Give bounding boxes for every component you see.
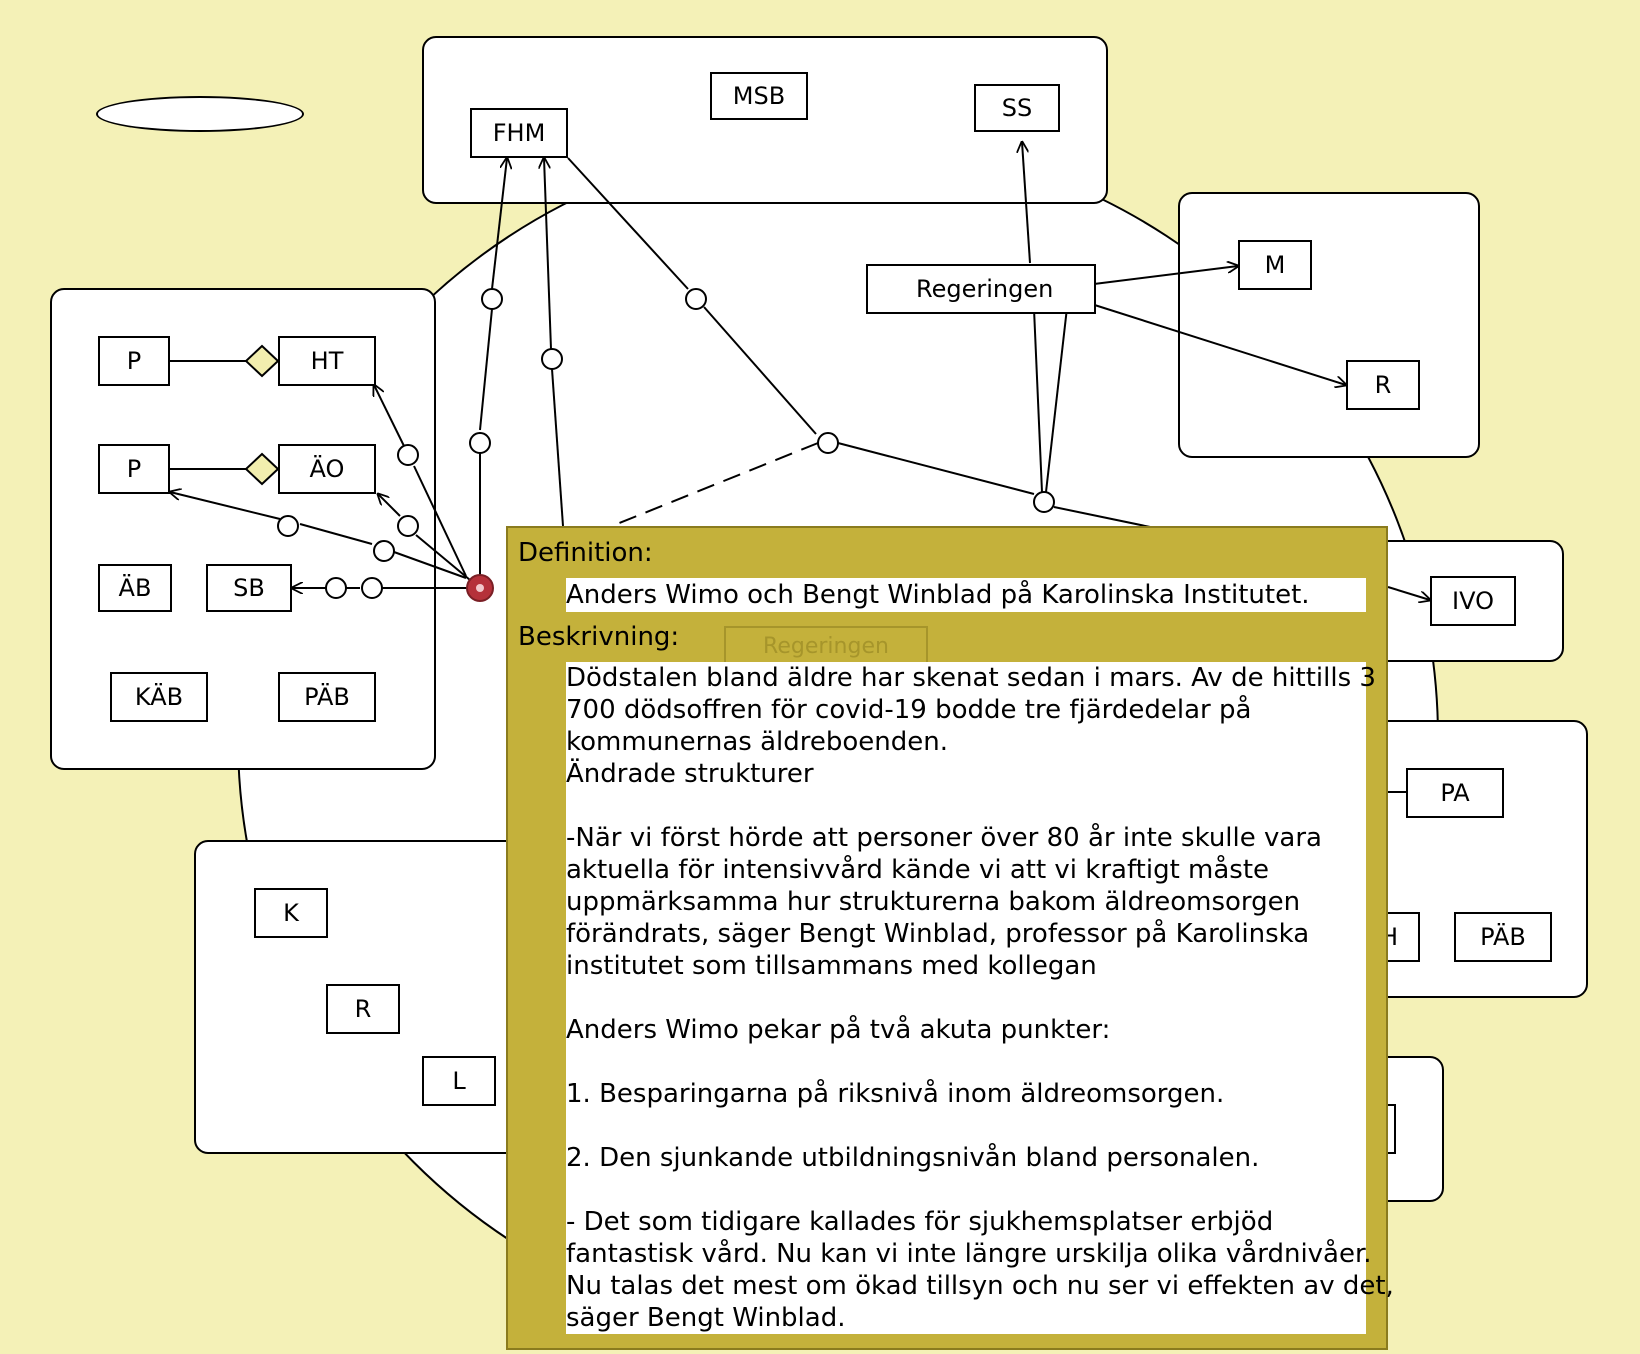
node-pa[interactable]: PA (1406, 768, 1504, 818)
node-ht[interactable]: HT (278, 336, 376, 386)
connector-circle[interactable] (397, 515, 419, 537)
node-ab[interactable]: ÄB (98, 564, 172, 612)
node-ivo[interactable]: IVO (1430, 576, 1516, 626)
node-regeringen[interactable]: Regeringen (866, 264, 1096, 314)
connector-circle[interactable] (361, 577, 383, 599)
connector-circle[interactable] (469, 432, 491, 454)
description-line: Dödstalen bland äldre har skenat sedan i… (566, 663, 1376, 693)
node-p-2[interactable]: P (98, 444, 170, 494)
description-line: -När vi först hörde att personer över 80… (566, 823, 1322, 853)
connector-circle[interactable] (277, 515, 299, 537)
description-line: fantastisk vård. Nu kan vi inte längre u… (566, 1239, 1372, 1269)
description-line: 1. Besparingarna på riksnivå inom äldreo… (566, 1079, 1225, 1109)
node-ss[interactable]: SS (974, 84, 1060, 132)
description-label: Beskrivning: (518, 622, 680, 652)
description-line (566, 790, 1366, 822)
description-popup[interactable]: Definition: Anders Wimo och Bengt Winbla… (506, 526, 1394, 1350)
description-line: säger Bengt Winblad. (566, 1303, 846, 1333)
node-fhm[interactable]: FHM (470, 108, 568, 158)
definition-label: Definition: (518, 538, 653, 568)
description-line (566, 1046, 1366, 1078)
node-kab[interactable]: KÄB (110, 672, 208, 722)
description-line: Nu talas det mest om ökad tillsyn och nu… (566, 1271, 1394, 1301)
description-line: förändrats, säger Bengt Winblad, profess… (566, 919, 1310, 949)
connector-circle[interactable] (685, 288, 707, 310)
description-line: 700 dödsoffren för covid-19 bodde tre fj… (566, 695, 1252, 725)
node-l[interactable]: L (422, 1056, 496, 1106)
description-text[interactable]: Dödstalen bland äldre har skenat sedan i… (566, 662, 1394, 1334)
connector-circle[interactable] (397, 444, 419, 466)
description-line: kommunernas äldreboenden. (566, 727, 949, 757)
description-line (566, 982, 1366, 1014)
connector-circle[interactable] (481, 288, 503, 310)
description-line: 2. Den sjunkande utbildningsnivån bland … (566, 1143, 1260, 1173)
diamond-connector[interactable] (244, 344, 280, 378)
connector-circle[interactable] (325, 577, 347, 599)
node-pab-left[interactable]: PÄB (278, 672, 376, 722)
description-line: uppmärksamma hur strukturerna bakom äldr… (566, 887, 1301, 917)
legend-oval[interactable] (96, 96, 304, 132)
node-regeringen-label: Regeringen (916, 275, 1054, 303)
diamond-connector[interactable] (244, 452, 280, 486)
node-pab-right[interactable]: PÄB (1454, 912, 1552, 962)
group-right-top[interactable] (1178, 192, 1480, 458)
description-line (566, 1110, 1366, 1142)
description-line: Ändrade strukturer (566, 759, 814, 789)
node-m[interactable]: M (1238, 240, 1312, 290)
description-line: - Det som tidigare kallades för sjukhems… (566, 1207, 1274, 1237)
description-line (566, 1174, 1366, 1206)
ghost-regeringen-node: Regeringen (724, 626, 928, 666)
node-p-1[interactable]: P (98, 336, 170, 386)
node-sb[interactable]: SB (206, 564, 292, 612)
node-r-bottom[interactable]: R (326, 984, 400, 1034)
connector-circle[interactable] (1033, 491, 1055, 513)
connector-circle[interactable] (373, 540, 395, 562)
description-line: institutet som tillsammans med kollegan (566, 951, 1097, 981)
node-k[interactable]: K (254, 888, 328, 938)
description-line: Anders Wimo pekar på två akuta punkter: (566, 1015, 1111, 1045)
connector-circle[interactable] (817, 432, 839, 454)
selected-hub-dot (476, 584, 484, 592)
description-line: aktuella för intensivvård kände vi att v… (566, 855, 1270, 885)
node-r-right[interactable]: R (1346, 360, 1420, 410)
node-msb[interactable]: MSB (710, 72, 808, 120)
connector-circle[interactable] (541, 348, 563, 370)
definition-text[interactable]: Anders Wimo och Bengt Winblad på Karolin… (566, 578, 1366, 612)
node-ao[interactable]: ÄO (278, 444, 376, 494)
